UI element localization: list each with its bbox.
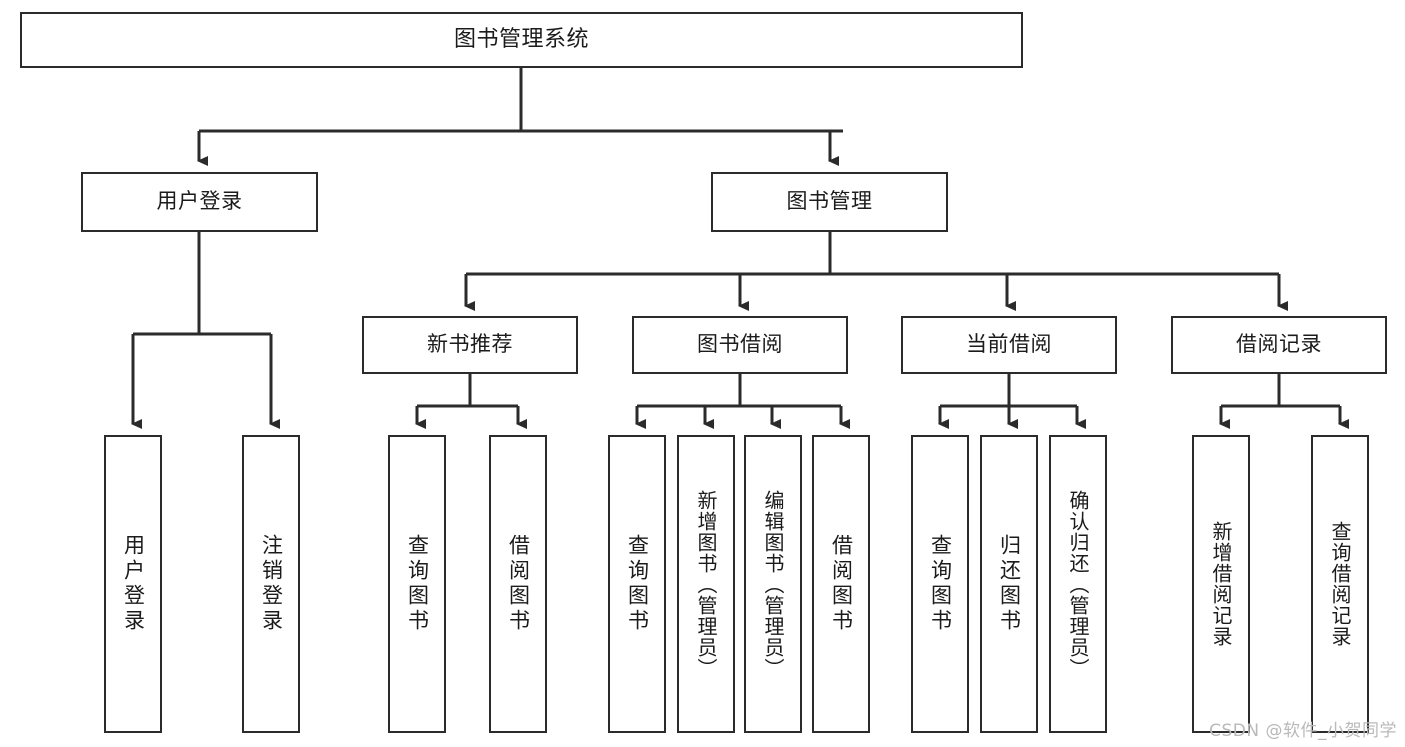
node-leaf-logout[interactable]: 注销登录 — [242, 435, 300, 733]
node-book-management-label: 图书管理 — [786, 189, 873, 214]
node-leaf-query-borrow-record-label: 查询借阅记录 — [1328, 521, 1352, 647]
node-current-borrow[interactable]: 当前借阅 — [901, 316, 1117, 374]
node-leaf-return-book-label: 归还图书 — [997, 534, 1022, 634]
node-leaf-add-borrow-record[interactable]: 新增借阅记录 — [1192, 435, 1250, 733]
csdn-watermark: CSDN @软件_小贺同学 — [1209, 721, 1397, 741]
node-leaf-edit-book-admin-label: 编辑图书（管理员） — [761, 489, 785, 679]
node-leaf-query-book-2-label: 查询图书 — [625, 534, 650, 634]
node-user-login-label: 用户登录 — [156, 189, 243, 214]
node-leaf-borrow-book-1[interactable]: 借阅图书 — [489, 435, 547, 733]
node-root[interactable]: 图书管理系统 — [20, 12, 1023, 68]
node-new-book-recommend[interactable]: 新书推荐 — [362, 316, 578, 374]
node-leaf-query-book-1[interactable]: 查询图书 — [388, 435, 446, 733]
node-leaf-query-book-1-label: 查询图书 — [405, 534, 430, 634]
node-user-login[interactable]: 用户登录 — [81, 172, 318, 232]
node-leaf-borrow-book-1-label: 借阅图书 — [506, 534, 531, 634]
node-leaf-logout-label: 注销登录 — [259, 534, 284, 634]
node-leaf-confirm-return-admin-label: 确认归还（管理员） — [1066, 489, 1090, 679]
node-book-borrow-label: 图书借阅 — [697, 332, 783, 357]
node-leaf-add-book-admin[interactable]: 新增图书（管理员） — [677, 435, 735, 733]
node-leaf-query-book-3[interactable]: 查询图书 — [911, 435, 969, 733]
node-leaf-return-book[interactable]: 归还图书 — [980, 435, 1038, 733]
node-book-borrow[interactable]: 图书借阅 — [632, 316, 848, 374]
node-leaf-borrow-book-2[interactable]: 借阅图书 — [812, 435, 870, 733]
node-borrow-records-label: 借阅记录 — [1236, 332, 1322, 357]
node-leaf-confirm-return-admin[interactable]: 确认归还（管理员） — [1049, 435, 1107, 733]
node-leaf-add-book-admin-label: 新增图书（管理员） — [694, 489, 718, 679]
node-leaf-edit-book-admin[interactable]: 编辑图书（管理员） — [744, 435, 802, 733]
node-leaf-user-login-label: 用户登录 — [121, 534, 146, 634]
node-root-label: 图书管理系统 — [453, 26, 589, 52]
node-current-borrow-label: 当前借阅 — [966, 332, 1052, 357]
node-leaf-user-login[interactable]: 用户登录 — [104, 435, 162, 733]
node-book-management[interactable]: 图书管理 — [711, 172, 948, 232]
node-leaf-borrow-book-2-label: 借阅图书 — [829, 534, 854, 634]
node-leaf-add-borrow-record-label: 新增借阅记录 — [1209, 521, 1233, 647]
node-new-book-recommend-label: 新书推荐 — [427, 332, 513, 357]
node-leaf-query-book-2[interactable]: 查询图书 — [608, 435, 666, 733]
node-borrow-records[interactable]: 借阅记录 — [1171, 316, 1387, 374]
node-leaf-query-book-3-label: 查询图书 — [928, 534, 953, 634]
node-leaf-query-borrow-record[interactable]: 查询借阅记录 — [1311, 435, 1369, 733]
